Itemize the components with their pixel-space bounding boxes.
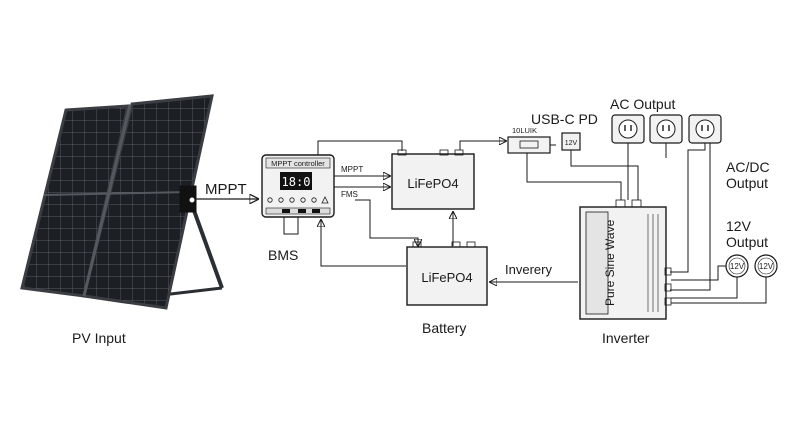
battery-terminal bbox=[439, 149, 449, 156]
mppt-terminal bbox=[282, 209, 290, 213]
ac-socket-icon bbox=[618, 119, 638, 139]
usb-module-body bbox=[507, 136, 551, 154]
lifepo4-top-label: LiFePO4 bbox=[407, 176, 458, 191]
ac-socket-icon bbox=[656, 119, 676, 139]
panel-divider bbox=[43, 191, 191, 196]
battery-terminal bbox=[454, 149, 464, 156]
pv-input-label: PV Input bbox=[72, 330, 126, 346]
inverter: Pure Sine Wave bbox=[579, 199, 672, 320]
port-12v-small: 12V bbox=[561, 132, 581, 151]
battery-terminal bbox=[466, 241, 476, 248]
inverter-terminal bbox=[615, 199, 626, 208]
fms-port-label: FMS bbox=[341, 190, 358, 199]
inverter-side-panel bbox=[585, 211, 609, 315]
v12-output-label-line2: Output bbox=[726, 234, 768, 250]
ac-outlet bbox=[611, 114, 645, 144]
ac-outlet bbox=[688, 114, 722, 144]
v12-socket-label: 12V bbox=[730, 262, 745, 271]
lifepo4-bottom: LiFePO4 bbox=[406, 241, 488, 306]
solar-panel bbox=[20, 94, 224, 310]
usb-module-label: 10LUIK bbox=[512, 126, 537, 135]
mppt-display-readout: 18:0 bbox=[282, 175, 311, 189]
battery-terminal bbox=[412, 241, 422, 248]
inverter-arrow-label: Inverery bbox=[505, 262, 552, 277]
v12-wire bbox=[671, 265, 726, 281]
mppt-controller-title: MPPT controller bbox=[271, 159, 325, 168]
mppt-controller: MPPT controller 18:0 MPPT FMS bbox=[261, 154, 363, 218]
lifepo4-top-body bbox=[391, 153, 475, 210]
v12-socket-ring bbox=[757, 257, 775, 275]
mppt-button-icon bbox=[278, 197, 284, 203]
warning-icon bbox=[321, 196, 329, 204]
mppt-controller-header bbox=[265, 157, 331, 169]
mppt-top-wire bbox=[317, 140, 403, 155]
mppt-button-icon bbox=[311, 197, 317, 203]
ac-socket-icon bbox=[695, 119, 715, 139]
battery-terminal bbox=[451, 241, 461, 248]
mppt-button-icon bbox=[267, 197, 273, 203]
mppt-label: MPPT bbox=[205, 181, 247, 198]
inverter-output-port bbox=[664, 267, 672, 276]
lifepo4-bottom-label: LiFePO4 bbox=[421, 270, 472, 285]
ac-dc-output-label-line1: AC/DC bbox=[726, 159, 770, 175]
usb-to-inverter-wire bbox=[526, 153, 622, 200]
panel-stand-leg bbox=[190, 204, 224, 289]
mppt-button-icon bbox=[289, 197, 295, 203]
ac-dc-output-label-line2: Output bbox=[726, 175, 768, 191]
v12-socket: 12V bbox=[725, 254, 749, 278]
usb-c-port-icon bbox=[519, 140, 539, 149]
panel-hinge bbox=[82, 104, 132, 297]
battery-to-usb-arrow bbox=[459, 141, 506, 150]
v12-wire bbox=[671, 277, 738, 299]
lifepo4-bottom-body bbox=[406, 246, 488, 306]
inverter-label: Inverter bbox=[602, 330, 650, 346]
port-12v-small-label: 12V bbox=[565, 140, 578, 147]
ac-output-label: AC Output bbox=[610, 96, 675, 112]
battery-feedback-arrow bbox=[321, 220, 406, 267]
v12-socket: 12V bbox=[754, 254, 778, 278]
junction-connector bbox=[189, 197, 195, 203]
usb-c-pd-label: USB-C PD bbox=[531, 111, 598, 127]
fms-wire bbox=[355, 199, 418, 246]
battery-label: Battery bbox=[422, 320, 466, 336]
inverter-output-port bbox=[664, 297, 672, 306]
v12-output-label-line1: 12V bbox=[726, 218, 752, 234]
ac-outlet bbox=[649, 114, 683, 144]
v12-socket-ring bbox=[728, 257, 746, 275]
v12-socket-label: 12V bbox=[759, 262, 774, 271]
inverter-output-port bbox=[664, 283, 672, 292]
bms-loop-wire bbox=[283, 217, 299, 235]
lifepo4-top: LiFePO4 bbox=[391, 149, 475, 210]
outlet-wire bbox=[670, 143, 706, 273]
mppt-port-label: MPPT bbox=[341, 165, 363, 174]
inverter-terminal bbox=[631, 199, 642, 208]
bms-label: BMS bbox=[268, 247, 298, 263]
usb-module: 10LUIK bbox=[507, 126, 551, 154]
mppt-button-icon bbox=[300, 197, 306, 203]
mppt-terminal bbox=[298, 209, 306, 213]
v12-wire bbox=[671, 277, 767, 304]
inverter-box-label: Pure Sine Wave bbox=[603, 219, 617, 306]
outlet-wire bbox=[670, 143, 711, 291]
mppt-display bbox=[280, 172, 312, 190]
panel-stand-base bbox=[161, 286, 223, 297]
mppt-terminal bbox=[312, 209, 320, 213]
port12v-to-inverter-wire bbox=[570, 150, 639, 200]
